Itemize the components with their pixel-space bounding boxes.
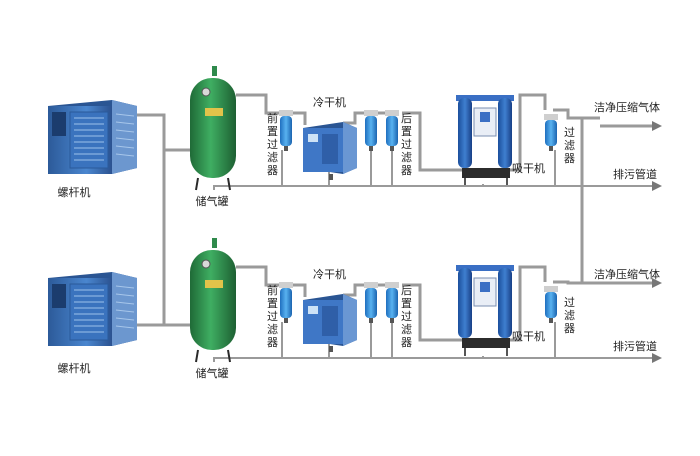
compressor-icon bbox=[48, 100, 137, 174]
refrigerated-dryer-icon bbox=[303, 294, 357, 352]
air-tank-label: 储气罐 bbox=[196, 366, 229, 380]
arrow-right-icon bbox=[652, 278, 662, 288]
compressor-bottom: 螺杆机 bbox=[48, 272, 137, 375]
post-filter-bottom: 后置过滤器 bbox=[364, 282, 412, 349]
air-tank-icon bbox=[190, 238, 236, 363]
filter-icon bbox=[279, 110, 293, 151]
post-filter-top: 后置过滤器 bbox=[364, 110, 412, 177]
adsorption-dryer-icon bbox=[456, 95, 514, 185]
filter-icon bbox=[364, 110, 378, 151]
row-bottom: 螺杆机 储气罐 前置过滤器 bbox=[48, 238, 662, 380]
clean-air-label: 洁净压缩气体 bbox=[594, 267, 660, 281]
final-filter-label: 过滤器 bbox=[564, 126, 575, 165]
arrow-right-icon bbox=[652, 353, 662, 363]
output-clean-air-top: 洁净压缩气体 bbox=[594, 100, 662, 131]
pre-filter-bottom: 前置过滤器 bbox=[267, 282, 293, 349]
adsorption-dryer-label: 吸干机 bbox=[512, 329, 545, 343]
filter-icon bbox=[544, 114, 558, 151]
adsorption-dryer-label: 吸干机 bbox=[512, 161, 545, 175]
refrigerated-dryer-label: 冷干机 bbox=[313, 267, 346, 281]
final-filter-top: 过滤器 bbox=[544, 114, 575, 165]
adsorption-dryer-top: 吸干机 bbox=[456, 95, 545, 185]
air-tank-label: 储气罐 bbox=[196, 194, 229, 208]
filter-icon bbox=[364, 282, 378, 323]
drain-pipe-label: 排污管道 bbox=[613, 167, 657, 181]
compressor-manifold bbox=[137, 113, 166, 327]
output-clean-air-bottom: 洁净压缩气体 bbox=[582, 267, 662, 288]
arrow-right-icon bbox=[652, 121, 662, 131]
final-filter-bottom: 过滤器 bbox=[544, 286, 575, 335]
compressor-label: 螺杆机 bbox=[58, 185, 91, 199]
output-drain-top: 排污管道 bbox=[600, 167, 662, 191]
row-top: 螺杆机 储气罐 前置过滤器 bbox=[48, 66, 662, 208]
arrow-right-icon bbox=[652, 181, 662, 191]
compressor-label: 螺杆机 bbox=[58, 361, 91, 375]
final-filter-label: 过滤器 bbox=[564, 296, 575, 335]
filter-icon bbox=[385, 110, 399, 151]
pre-filter-label: 前置过滤器 bbox=[267, 111, 278, 177]
filter-icon bbox=[544, 286, 558, 323]
drain-pipe-label: 排污管道 bbox=[613, 339, 657, 353]
refrigerated-dryer-top: 冷干机 bbox=[303, 95, 357, 180]
air-tank-bottom: 储气罐 bbox=[190, 238, 236, 380]
pre-filter-top: 前置过滤器 bbox=[267, 110, 293, 177]
refrigerated-dryer-icon bbox=[303, 122, 357, 180]
clean-air-label: 洁净压缩气体 bbox=[594, 100, 660, 114]
compressor-top: 螺杆机 bbox=[48, 100, 137, 199]
refrigerated-dryer-bottom: 冷干机 bbox=[303, 267, 357, 352]
adsorption-dryer-bottom: 吸干机 bbox=[456, 265, 545, 356]
post-filter-label: 后置过滤器 bbox=[401, 284, 412, 349]
pre-filter-label: 前置过滤器 bbox=[267, 283, 278, 349]
filter-icon bbox=[279, 282, 293, 323]
air-tank-top: 储气罐 bbox=[190, 66, 236, 208]
refrigerated-dryer-label: 冷干机 bbox=[313, 95, 346, 109]
pipes bbox=[137, 113, 584, 327]
compressor-icon bbox=[48, 272, 137, 346]
air-tank-icon bbox=[190, 66, 236, 191]
filter-icon bbox=[385, 282, 399, 323]
output-drain-bottom: 排污管道 bbox=[600, 339, 662, 363]
post-filter-label: 后置过滤器 bbox=[401, 112, 412, 177]
adsorption-dryer-icon bbox=[456, 265, 514, 356]
